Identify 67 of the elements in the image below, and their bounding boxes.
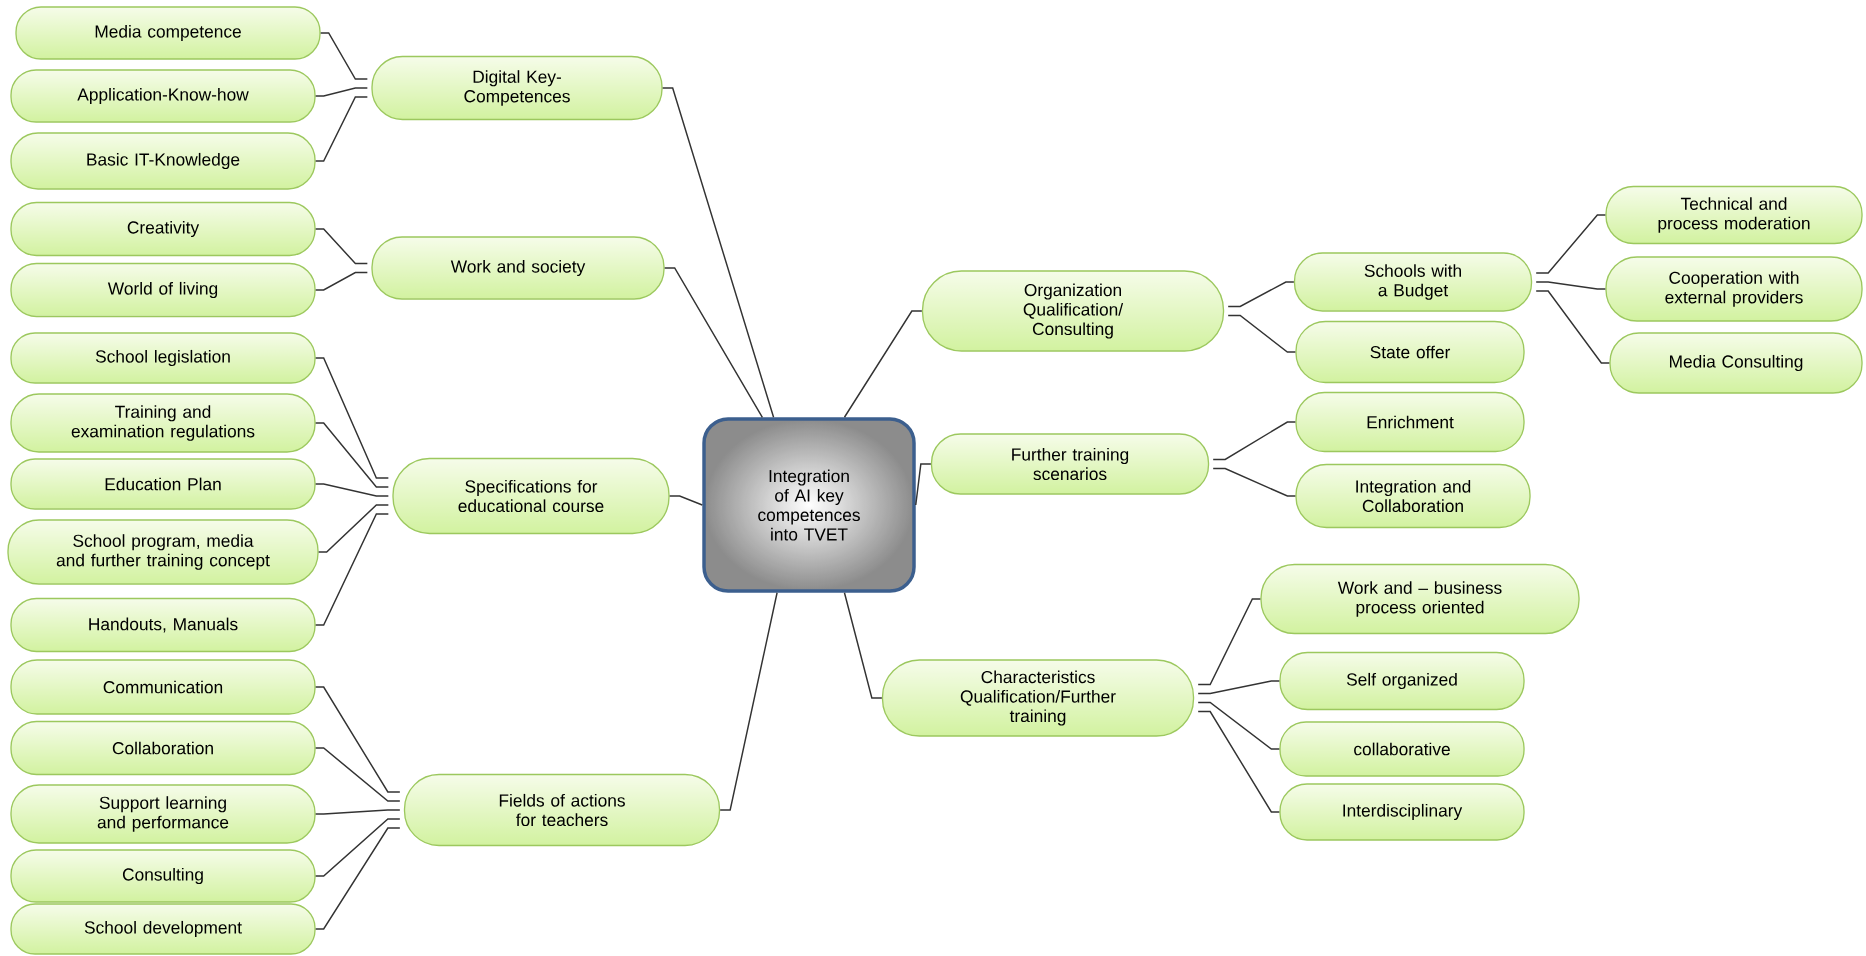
topic-bubble: Characteristics Qualification/Further training (881, 659, 1195, 737)
topic-bubble: Specifications for educational course (392, 457, 670, 535)
connector-line (661, 87, 775, 418)
connector-line (1197, 598, 1262, 686)
connector-line (1535, 214, 1607, 274)
connector-line (314, 686, 401, 793)
topic-bubble: School program, media and further training concept (7, 519, 319, 585)
topic-bubble: Further training scenarios (930, 433, 1210, 495)
connector-line (314, 357, 390, 479)
connector-line (314, 809, 401, 815)
connector-line (314, 96, 369, 162)
connector-line (843, 310, 923, 418)
topic-bubble: Collaboration (10, 720, 316, 776)
connector-line (314, 818, 401, 877)
connector-line (314, 271, 369, 291)
connector-line (915, 463, 932, 506)
connector-line (843, 592, 883, 699)
connector-line (1227, 314, 1297, 353)
connector-line (668, 495, 703, 506)
connector-line (314, 827, 401, 930)
connector-line (314, 747, 401, 802)
topic-bubble: School legislation (10, 332, 316, 384)
topic-bubble: Enrichment (1295, 391, 1525, 453)
connector-line (1197, 680, 1281, 695)
connector-line (1535, 290, 1611, 364)
topic-bubble: Application-Know-how (10, 69, 316, 123)
topic-bubble: Work and – business process oriented (1260, 563, 1580, 635)
topic-bubble: Fields of actions for teachers (403, 773, 721, 847)
connector-line (314, 483, 390, 497)
topic-bubble: State offer (1295, 320, 1525, 384)
topic-bubble: Schools with a Budget (1293, 252, 1533, 312)
topic-bubble: Interdisciplinary (1279, 783, 1525, 841)
topic-bubble: Consulting (10, 849, 316, 903)
topic-bubble: Integration and Collaboration (1295, 463, 1531, 529)
connector-line (1212, 467, 1297, 497)
connector-line (314, 228, 369, 265)
topic-bubble: Basic IT-Knowledge (10, 132, 316, 190)
topic-bubble: Organization Qualification/ Consulting (921, 270, 1225, 352)
topic-bubble: School development (10, 903, 316, 955)
topic-bubble: Media competence (15, 6, 321, 60)
connector-line (314, 87, 369, 97)
topic-bubble: Digital Key-Competences (371, 55, 663, 121)
topic-bubble: Cooperation with external providers (1605, 256, 1863, 322)
topic-bubble: Media Consulting (1609, 332, 1863, 394)
topic-bubble: Training and examination regulations (10, 393, 316, 453)
topic-bubble: Work and society (371, 236, 665, 300)
topic-bubble: Self organized (1279, 651, 1525, 711)
topic-bubble: Support learning and performance (10, 784, 316, 844)
connector-line (317, 504, 390, 553)
connector-line (314, 513, 390, 626)
connector-line (719, 592, 778, 811)
connector-line (1197, 710, 1281, 813)
connector-line (1535, 281, 1607, 290)
topic-bubble: World of living (10, 262, 316, 318)
connector-line (1212, 421, 1297, 461)
connector-line (1227, 281, 1295, 308)
topic-bubble: Communication (10, 659, 316, 715)
connector-line (663, 267, 764, 418)
connector-line (1197, 701, 1281, 750)
central-topic-box: Integration of AI key competences into TVET (702, 417, 916, 593)
topic-bubble: Handouts, Manuals (10, 597, 316, 653)
connector-line (319, 32, 369, 80)
topic-bubble: collaborative (1279, 721, 1525, 777)
topic-bubble: Creativity (10, 201, 316, 257)
connector-line (314, 422, 390, 488)
topic-bubble: Technical and process moderation (1605, 185, 1863, 245)
topic-bubble: Education Plan (10, 458, 316, 510)
